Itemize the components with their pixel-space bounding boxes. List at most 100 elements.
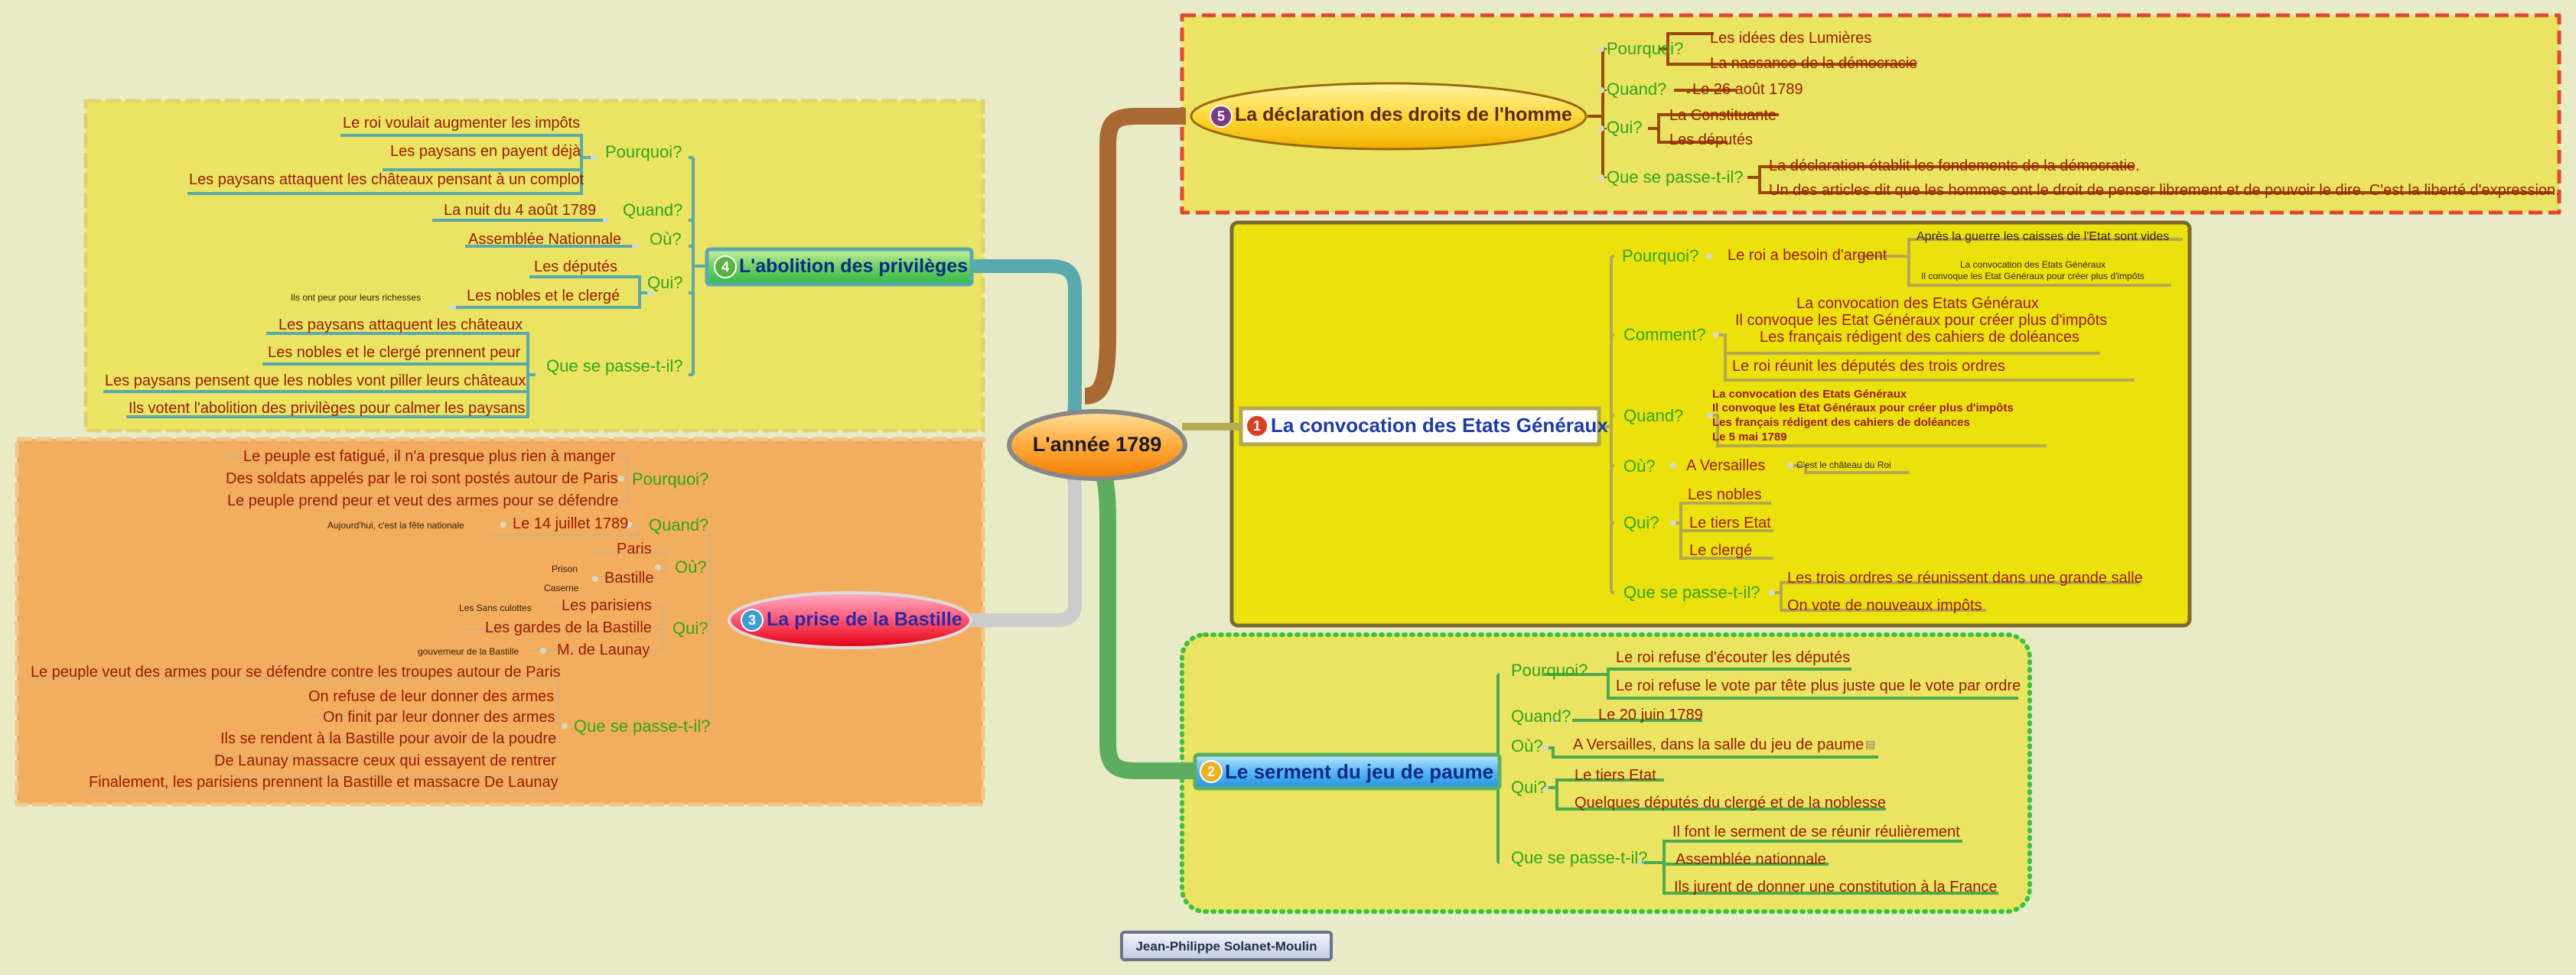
t2-ou-1[interactable]: A Versailles, dans la salle du jeu de pa…	[1573, 736, 1864, 753]
t1-qui-3[interactable]: Le clergé	[1689, 542, 1753, 559]
t1-comment-label[interactable]: Comment?	[1623, 325, 1706, 344]
t2-qsp-1[interactable]: Il font le serment de se réunir réulière…	[1672, 824, 1960, 840]
t5-qsp-1[interactable]: La déclaration établit les fondements de…	[1769, 158, 2140, 174]
t3-pourquoi-2[interactable]: Des soldats appelés par le roi sont post…	[226, 470, 618, 487]
t2-pourquoi-label[interactable]: Pourquoi?	[1511, 661, 1588, 680]
topic-2-title[interactable]: Le serment du jeu de paume	[1225, 760, 1494, 783]
t5-quand-1[interactable]: Le 26 août 1789	[1692, 81, 1803, 98]
t1-ou-label[interactable]: Où?	[1623, 457, 1656, 476]
topic-5-title[interactable]: La déclaration des droits de l'homme	[1235, 104, 1572, 125]
t4-qsp-1[interactable]: Les paysans attaquent les châteaux	[278, 317, 523, 333]
t4-qsp-3[interactable]: Les paysans pensent que les nobles vont …	[105, 372, 526, 389]
t4-qui-2-note[interactable]: Ils ont peur pour leurs richesses	[291, 292, 422, 303]
t1-qsp-label[interactable]: Que se passe-t-il?	[1623, 583, 1760, 602]
t1-pourquoi-2[interactable]: Après la guerre les caisses de l'Etat so…	[1917, 230, 2170, 243]
t3-quand-note[interactable]: Aujourd'hui, c'est la fête nationale	[327, 520, 464, 531]
t1-qsp-1[interactable]: Les trois ordres se réunissent dans une …	[1787, 570, 2143, 587]
t4-qsp-label[interactable]: Que se passe-t-il?	[546, 356, 683, 375]
t5-pourquoi-2[interactable]: La nassance de la démocracie	[1710, 55, 1918, 72]
t3-qui-1-note[interactable]: Les Sans culottes	[459, 603, 532, 613]
t1-comment-2[interactable]: Il convoque les Etat Généraux pour créer…	[1735, 312, 2108, 329]
t2-qsp-2[interactable]: Assemblée nationnale	[1676, 851, 1826, 868]
t3-qsp-2[interactable]: On refuse de leur donner des armes	[308, 688, 555, 705]
t2-quand-1[interactable]: Le 20 juin 1789	[1598, 707, 1703, 723]
t3-quand-label[interactable]: Quand?	[649, 515, 709, 535]
t1-quand-3[interactable]: Les français rédigent des cahiers de dol…	[1712, 416, 1970, 429]
t4-qsp-4[interactable]: Ils votent l'abolition des privilèges po…	[129, 400, 526, 417]
t1-ou-1[interactable]: A Versailles	[1686, 457, 1766, 474]
t4-qui-label[interactable]: Qui?	[647, 273, 683, 292]
topic-3-title[interactable]: La prise de la Bastille	[767, 609, 962, 630]
t1-quand-label[interactable]: Quand?	[1623, 406, 1684, 425]
t1-qui-label[interactable]: Qui?	[1623, 513, 1659, 532]
t1-quand-1[interactable]: La convocation des Etats Généraux	[1712, 388, 1907, 401]
t4-pourquoi-2[interactable]: Les paysans en payent déjà	[390, 143, 581, 160]
t4-qsp-2[interactable]: Les nobles et le clergé prennent peur	[268, 344, 521, 361]
t4-pourquoi-1[interactable]: Le roi voulait augmenter les impôts	[343, 115, 581, 132]
central-node[interactable]	[1007, 409, 1187, 481]
t3-qsp-6[interactable]: Finalement, les parisiens prennent la Ba…	[89, 774, 559, 791]
t3-qsp-4[interactable]: Ils se rendent à la Bastille pour avoir …	[220, 730, 557, 747]
t1-qui-1[interactable]: Les nobles	[1688, 486, 1762, 503]
t3-qui-2[interactable]: Les gardes de la Bastille	[485, 619, 652, 636]
t3-pourquoi-3[interactable]: Le peuple prend peur et veut des armes p…	[227, 492, 619, 509]
topic-3-node[interactable]	[728, 591, 972, 649]
t2-quand-label[interactable]: Quand?	[1511, 707, 1571, 726]
t3-qui-1[interactable]: Les parisiens	[562, 597, 652, 614]
t1-qui-2[interactable]: Le tiers Etat	[1689, 515, 1771, 531]
t3-ou-note-2[interactable]: Caserne	[544, 583, 579, 593]
t3-qui-3[interactable]: M. de Launay	[557, 642, 650, 658]
t4-qui-1[interactable]: Les députés	[534, 258, 617, 275]
t1-comment-3[interactable]: Les français rédigent des cahiers de dol…	[1760, 329, 2080, 346]
topic-4-title[interactable]: L'abolition des privilèges	[739, 255, 969, 277]
t1-quand-4[interactable]: Le 5 mai 1789	[1712, 431, 1787, 444]
t2-qui-1[interactable]: Le tiers Etat	[1575, 767, 1656, 784]
t3-pourquoi-1[interactable]: Le peuple est fatigué, il n'a presque pl…	[243, 448, 616, 465]
t2-pourquoi-2[interactable]: Le roi refuse le vote par tête plus just…	[1616, 678, 2021, 694]
t5-pourquoi-label[interactable]: Pourquoi?	[1607, 39, 1684, 58]
t4-ou-label[interactable]: Où?	[650, 229, 682, 249]
t3-ou-note-1[interactable]: Prison	[552, 564, 578, 574]
t1-ou-2[interactable]: C'est le château du Roi	[1796, 460, 1891, 470]
t3-ou-2[interactable]: Bastille	[604, 570, 654, 587]
t2-pourquoi-1[interactable]: Le roi refuse d'écouter les députés	[1616, 649, 1851, 666]
t1-pourquoi-1[interactable]: Le roi a besoin d'argent	[1728, 247, 1887, 264]
topic-1-node[interactable]	[1239, 406, 1601, 447]
topic-2-node[interactable]	[1193, 752, 1502, 791]
t3-pourquoi-label[interactable]: Pourquoi?	[632, 470, 709, 489]
t4-qui-2[interactable]: Les nobles et le clergé	[467, 288, 620, 304]
t2-qsp-3[interactable]: Ils jurent de donner une constitution à …	[1674, 879, 1998, 895]
t4-quand-label[interactable]: Quand?	[623, 200, 683, 219]
topic-1-title[interactable]: La convocation des Etats Généraux	[1271, 414, 1608, 437]
t3-qui-3-note[interactable]: gouverneur de la Bastille	[418, 646, 519, 657]
t1-qsp-2[interactable]: On vote de nouveaux impôts	[1787, 597, 1982, 614]
t3-qui-label[interactable]: Qui?	[672, 619, 708, 638]
t4-pourquoi-label[interactable]: Pourquoi?	[605, 142, 682, 161]
t1-comment-4[interactable]: Le roi réunit les députés des trois ordr…	[1732, 358, 2005, 375]
t5-qui-1[interactable]: La Constituante	[1669, 107, 1777, 124]
t1-pourquoi-3b[interactable]: Il convoque les Etat Généraux pour créer…	[1921, 271, 2144, 281]
t1-quand-2[interactable]: Il convoque les Etat Généraux pour créer…	[1712, 401, 2014, 414]
t3-qsp-1[interactable]: Le peuple veut des armes pour se défendr…	[31, 664, 561, 681]
t2-qui-2[interactable]: Quelques députés du clergé et de la nobl…	[1575, 795, 1886, 811]
topic-4-node[interactable]	[705, 247, 974, 287]
t3-ou-1[interactable]: Paris	[617, 541, 652, 557]
t3-qsp-5[interactable]: De Launay massacre ceux qui essayent de …	[214, 752, 556, 769]
t5-qui-2[interactable]: Les députés	[1669, 132, 1753, 148]
t2-qui-label[interactable]: Qui?	[1511, 778, 1547, 797]
t4-pourquoi-3[interactable]: Les paysans attaquent les châteaux pensa…	[189, 171, 584, 188]
note-icon[interactable]: ▤	[1865, 738, 1876, 750]
t1-comment-1[interactable]: La convocation des Etats Généraux	[1796, 295, 2039, 312]
central-title[interactable]: L'année 1789	[1032, 433, 1162, 456]
t3-quand-1[interactable]: Le 14 juillet 1789	[513, 515, 629, 532]
t5-qui-label[interactable]: Qui?	[1607, 118, 1643, 137]
topic-5-node[interactable]	[1190, 82, 1588, 151]
t3-ou-label[interactable]: Où?	[675, 557, 707, 577]
t4-quand-1[interactable]: La nuit du 4 août 1789	[444, 202, 597, 219]
t5-quand-label[interactable]: Quand?	[1607, 80, 1667, 99]
t4-ou-1[interactable]: Assemblée Nationnale	[468, 231, 622, 248]
t3-qsp-3[interactable]: On finit par leur donner des armes	[323, 709, 555, 726]
t5-qsp-2[interactable]: Un des articles dit que les hommes ont l…	[1769, 182, 2560, 199]
t5-pourquoi-1[interactable]: Les idées des Lumières	[1710, 30, 1872, 47]
t5-qsp-label[interactable]: Que se passe-t-il?	[1607, 167, 1744, 187]
